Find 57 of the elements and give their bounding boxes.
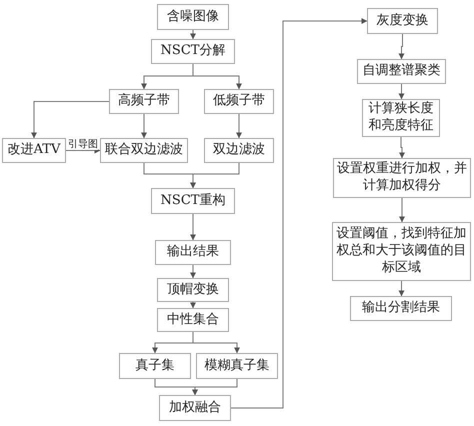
- process-box: [119, 353, 191, 379]
- arrow: [190, 264, 196, 278]
- arrow: [192, 64, 242, 90]
- edge-label: 引导图: [68, 140, 98, 150]
- arrow: [190, 302, 196, 308]
- process-box: [109, 89, 179, 114]
- process-box: [157, 4, 229, 30]
- process-box: [350, 296, 452, 321]
- arrow: [190, 162, 240, 188]
- box-text: 设置权重进行加权，并计算加权得分: [337, 161, 467, 195]
- box-text: 自调整谱聚类: [362, 63, 440, 80]
- arrow: [398, 34, 404, 60]
- process-box: [204, 89, 274, 114]
- process-box: [196, 353, 278, 379]
- process-box: [100, 138, 188, 163]
- process-box: [159, 395, 231, 421]
- process-box: [2, 138, 66, 163]
- arrow: [230, 18, 368, 408]
- process-box: [362, 99, 440, 137]
- box-text: 设置阈值，找到特征加权总和大于该阈值的目标区域: [336, 226, 467, 277]
- process-box: [155, 240, 231, 265]
- arrow: [190, 30, 196, 40]
- arrow: [192, 332, 240, 354]
- box-text: 联合双边滤波: [105, 142, 183, 159]
- box-text: 输出分割结果: [362, 300, 440, 317]
- box-text: 加权融合: [169, 400, 221, 416]
- box-text: 改进ATV: [8, 142, 60, 159]
- arrow: [190, 214, 196, 240]
- arrow: [236, 114, 242, 138]
- process-box: [357, 59, 446, 84]
- arrow: [399, 136, 405, 158]
- box-text: 中性集合: [167, 312, 219, 328]
- box-text: 模糊真子集: [204, 358, 270, 374]
- box-text: 双边滤波: [213, 142, 265, 159]
- arrow: [66, 148, 100, 154]
- process-box: [151, 188, 235, 214]
- box-text: 顶帽变换: [167, 282, 219, 298]
- process-box: [157, 278, 229, 302]
- box-text: NSCT重构: [160, 192, 226, 210]
- box-text: 高频子带: [118, 93, 170, 110]
- arrow: [398, 280, 404, 296]
- arrow: [31, 101, 110, 138]
- box-text: 输出结果: [167, 244, 219, 261]
- arrow: [399, 198, 405, 222]
- arrow: [141, 114, 147, 138]
- box-text: 真子集: [136, 358, 174, 374]
- arrow: [192, 378, 238, 396]
- box-text: 计算狭长度和亮度特征: [368, 101, 434, 135]
- process-box: [367, 8, 438, 34]
- box-text: NSCT分解: [160, 43, 226, 60]
- box-text: 含噪图像: [167, 8, 219, 26]
- box-text: 灰度变换: [376, 12, 428, 30]
- arrow: [398, 84, 404, 100]
- process-box: [204, 138, 274, 163]
- process-box: [157, 308, 229, 332]
- box-text: 低频子带: [213, 93, 265, 110]
- process-box: [151, 39, 235, 64]
